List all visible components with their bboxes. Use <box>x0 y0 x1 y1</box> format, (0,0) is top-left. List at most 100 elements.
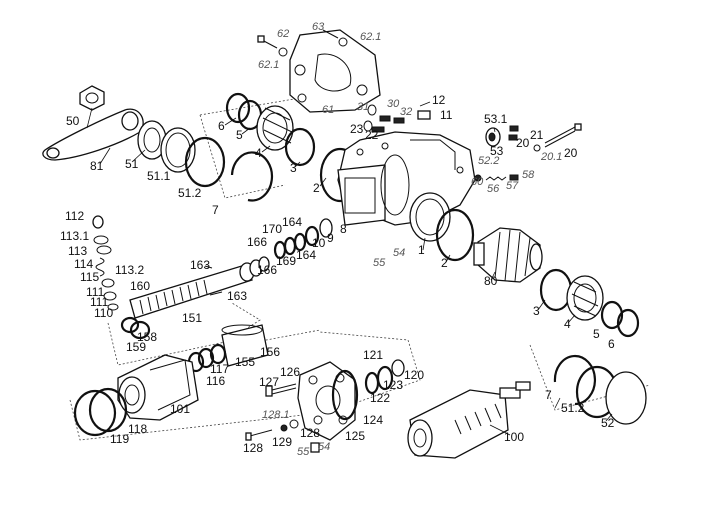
bearing-set-top <box>225 92 316 167</box>
part-label-11: 11 <box>440 108 453 122</box>
part-label-116: 116 <box>206 374 225 388</box>
part-label-81: 81 <box>90 159 104 173</box>
part-label-51-2-top: 51.2 <box>178 186 202 200</box>
part-label-60: 60 <box>471 176 484 188</box>
part-label-2-left: 2 <box>313 181 320 195</box>
part-label-9: 9 <box>327 231 334 245</box>
part-label-163-a: 163 <box>190 258 210 272</box>
part-label-21: 21 <box>530 128 544 142</box>
part-label-5-right: 5 <box>593 327 600 341</box>
part-label-10: 10 <box>312 236 326 250</box>
part-label-55-bottom: 55 <box>297 446 310 458</box>
part-label-51-1-top: 51.1 <box>147 169 171 183</box>
part-label-155: 155 <box>235 355 255 369</box>
part-label-22: 22 <box>365 128 379 142</box>
part-label-54-top: 54 <box>393 247 405 259</box>
part-label-128-1: 128.1 <box>262 409 290 421</box>
part-label-112: 112 <box>65 209 84 223</box>
part-label-53-1: 53.1 <box>484 112 508 126</box>
part-label-7-right: 7 <box>545 388 552 402</box>
part-label-54-bottom: 54 <box>318 441 330 453</box>
part-label-53: 53 <box>490 144 504 158</box>
bearing-set-right <box>539 268 640 338</box>
part-label-4-right: 4 <box>564 317 571 331</box>
part-label-127: 127 <box>259 375 279 389</box>
part-label-52-2: 52.2 <box>478 155 499 167</box>
part-label-51-2-right: 51.2 <box>561 401 585 415</box>
part-label-156: 156 <box>260 345 280 359</box>
part-label-170: 170 <box>262 222 282 236</box>
part-label-20-right: 20 <box>564 146 578 160</box>
part-label-1: 1 <box>418 243 425 257</box>
part-label-12: 12 <box>432 93 446 107</box>
part-label-61: 61 <box>322 104 334 116</box>
check-valve-parts <box>485 123 582 152</box>
part-label-110: 110 <box>94 306 113 320</box>
nut-50 <box>79 85 105 111</box>
part-label-164-b: 164 <box>296 248 316 262</box>
part-label-51: 51 <box>125 157 139 171</box>
part-label-122: 122 <box>370 391 390 405</box>
part-label-7-top: 7 <box>212 203 219 217</box>
part-label-125: 125 <box>345 429 365 443</box>
part-label-113-2: 113.2 <box>115 263 144 277</box>
steering-housing-1 <box>337 131 476 242</box>
part-label-159: 159 <box>126 340 146 354</box>
part-label-63: 63 <box>312 21 325 33</box>
valve-spring-stack <box>92 215 151 340</box>
part-label-57: 57 <box>506 180 519 192</box>
part-label-128-a: 128 <box>300 426 320 440</box>
part-label-129: 129 <box>272 435 292 449</box>
part-label-123: 123 <box>383 378 403 392</box>
part-label-56: 56 <box>487 183 500 195</box>
part-label-111-a: 111 <box>86 285 105 299</box>
part-label-120: 120 <box>404 368 424 382</box>
part-label-169: 169 <box>276 254 296 268</box>
part-label-6-top: 6 <box>218 119 225 133</box>
part-label-163-b: 163 <box>227 289 247 303</box>
part-label-115: 115 <box>80 270 99 284</box>
part-label-128-b: 128 <box>243 441 263 455</box>
part-label-100: 100 <box>504 430 524 444</box>
part-label-62-1-top: 62.1 <box>360 31 381 43</box>
part-label-101: 101 <box>170 402 190 416</box>
part-label-113-1: 113.1 <box>60 229 89 243</box>
part-label-20: 20 <box>516 136 530 150</box>
retainer-ring-set-right <box>553 354 647 425</box>
part-label-55-top: 55 <box>373 257 386 269</box>
relief-valve-parts <box>474 174 519 182</box>
sector-shaft-80 <box>435 208 543 283</box>
part-label-23: 23 <box>350 122 364 136</box>
part-label-80: 80 <box>484 274 498 288</box>
part-label-20-1: 20.1 <box>540 151 562 163</box>
part-label-8: 8 <box>340 222 347 236</box>
part-label-3-top: 3 <box>290 161 297 175</box>
part-label-166-b: 166 <box>257 263 277 277</box>
leader-lines <box>86 107 613 436</box>
part-label-119: 119 <box>110 432 129 446</box>
rack-piston-100 <box>407 381 531 459</box>
seal-ring-set-top <box>137 120 274 202</box>
part-label-32: 32 <box>400 106 412 118</box>
power-cylinder-101 <box>73 354 199 437</box>
part-label-62: 62 <box>277 28 289 40</box>
part-label-121: 121 <box>363 348 383 362</box>
part-label-111-b: 111 <box>90 295 109 309</box>
part-label-124: 124 <box>363 413 383 427</box>
piston-sleeve-156 <box>187 324 269 373</box>
part-label-164-a: 164 <box>282 215 302 229</box>
part-label-4-top: 4 <box>255 146 262 160</box>
valve-cover-124 <box>245 359 405 453</box>
part-label-113: 113 <box>68 244 87 258</box>
part-label-52: 52 <box>601 416 615 430</box>
part-label-62-1-left: 62.1 <box>258 59 279 71</box>
part-label-50: 50 <box>66 114 80 128</box>
pitman-arm-81 <box>42 108 144 161</box>
worm-shaft-151 <box>129 218 333 319</box>
part-label-126: 126 <box>280 365 300 379</box>
part-label-31: 31 <box>357 101 369 113</box>
part-label-151: 151 <box>182 311 202 325</box>
valve-small-parts <box>363 101 431 133</box>
